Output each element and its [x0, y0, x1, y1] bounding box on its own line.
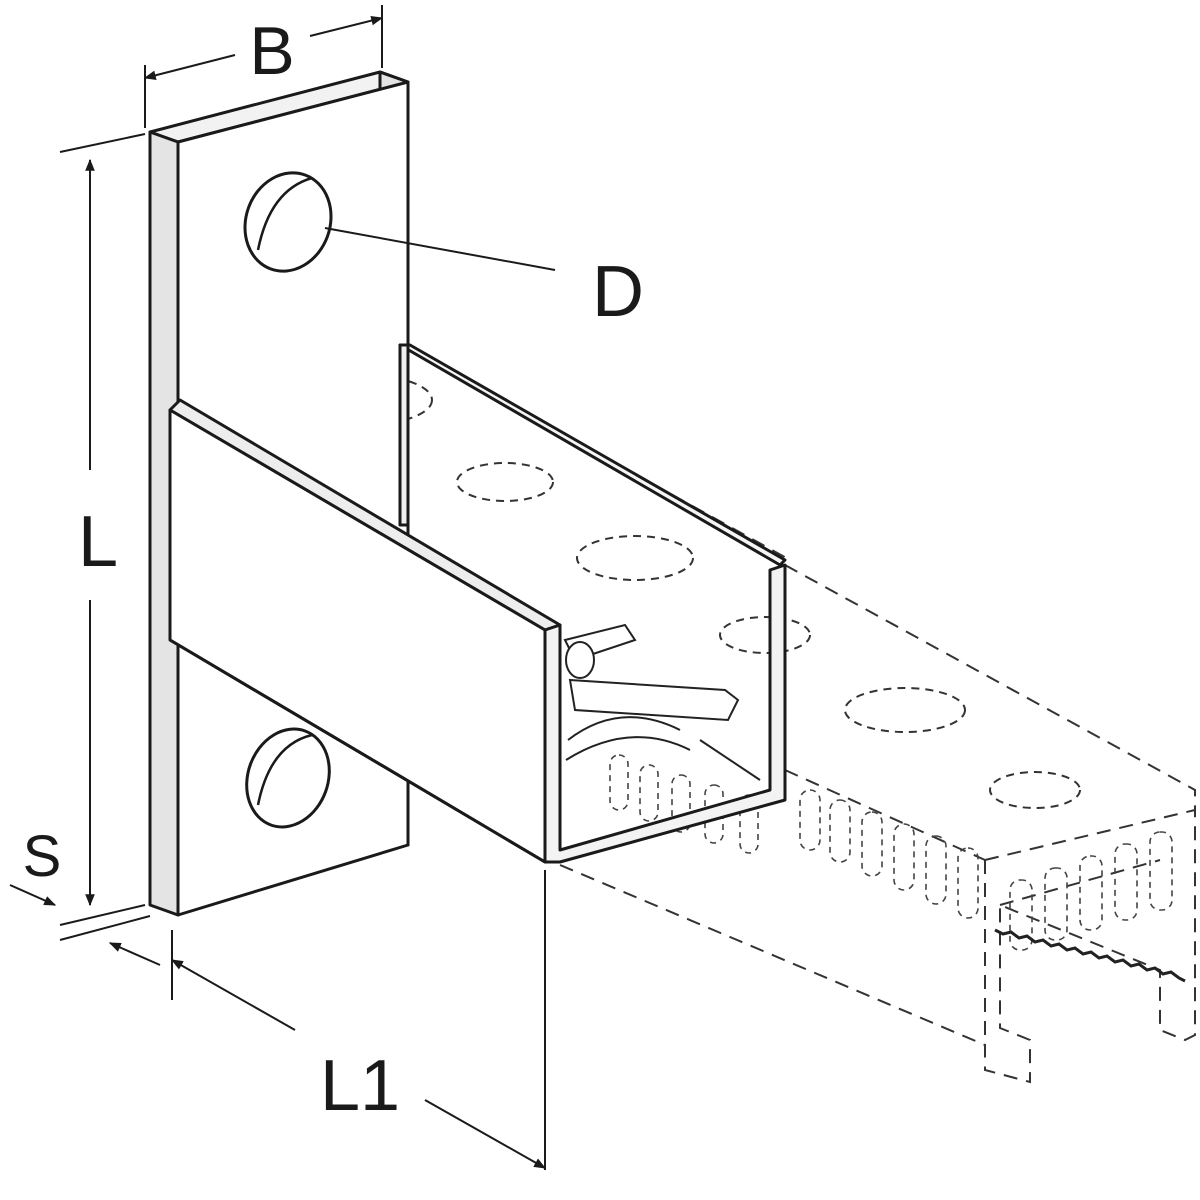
plate-hole-bottom — [245, 727, 331, 829]
label-b: B — [249, 13, 294, 89]
plate-hole-top — [243, 171, 333, 273]
channel-nut — [563, 623, 761, 781]
label-d: D — [592, 252, 644, 332]
label-l: L — [78, 502, 118, 582]
rail-serration — [994, 928, 1186, 983]
label-s: S — [23, 824, 62, 889]
label-l1: L1 — [320, 1046, 400, 1126]
dimension-lines — [9, 5, 556, 1170]
cantilever-arm — [168, 343, 787, 864]
rail-slots — [609, 754, 1173, 951]
